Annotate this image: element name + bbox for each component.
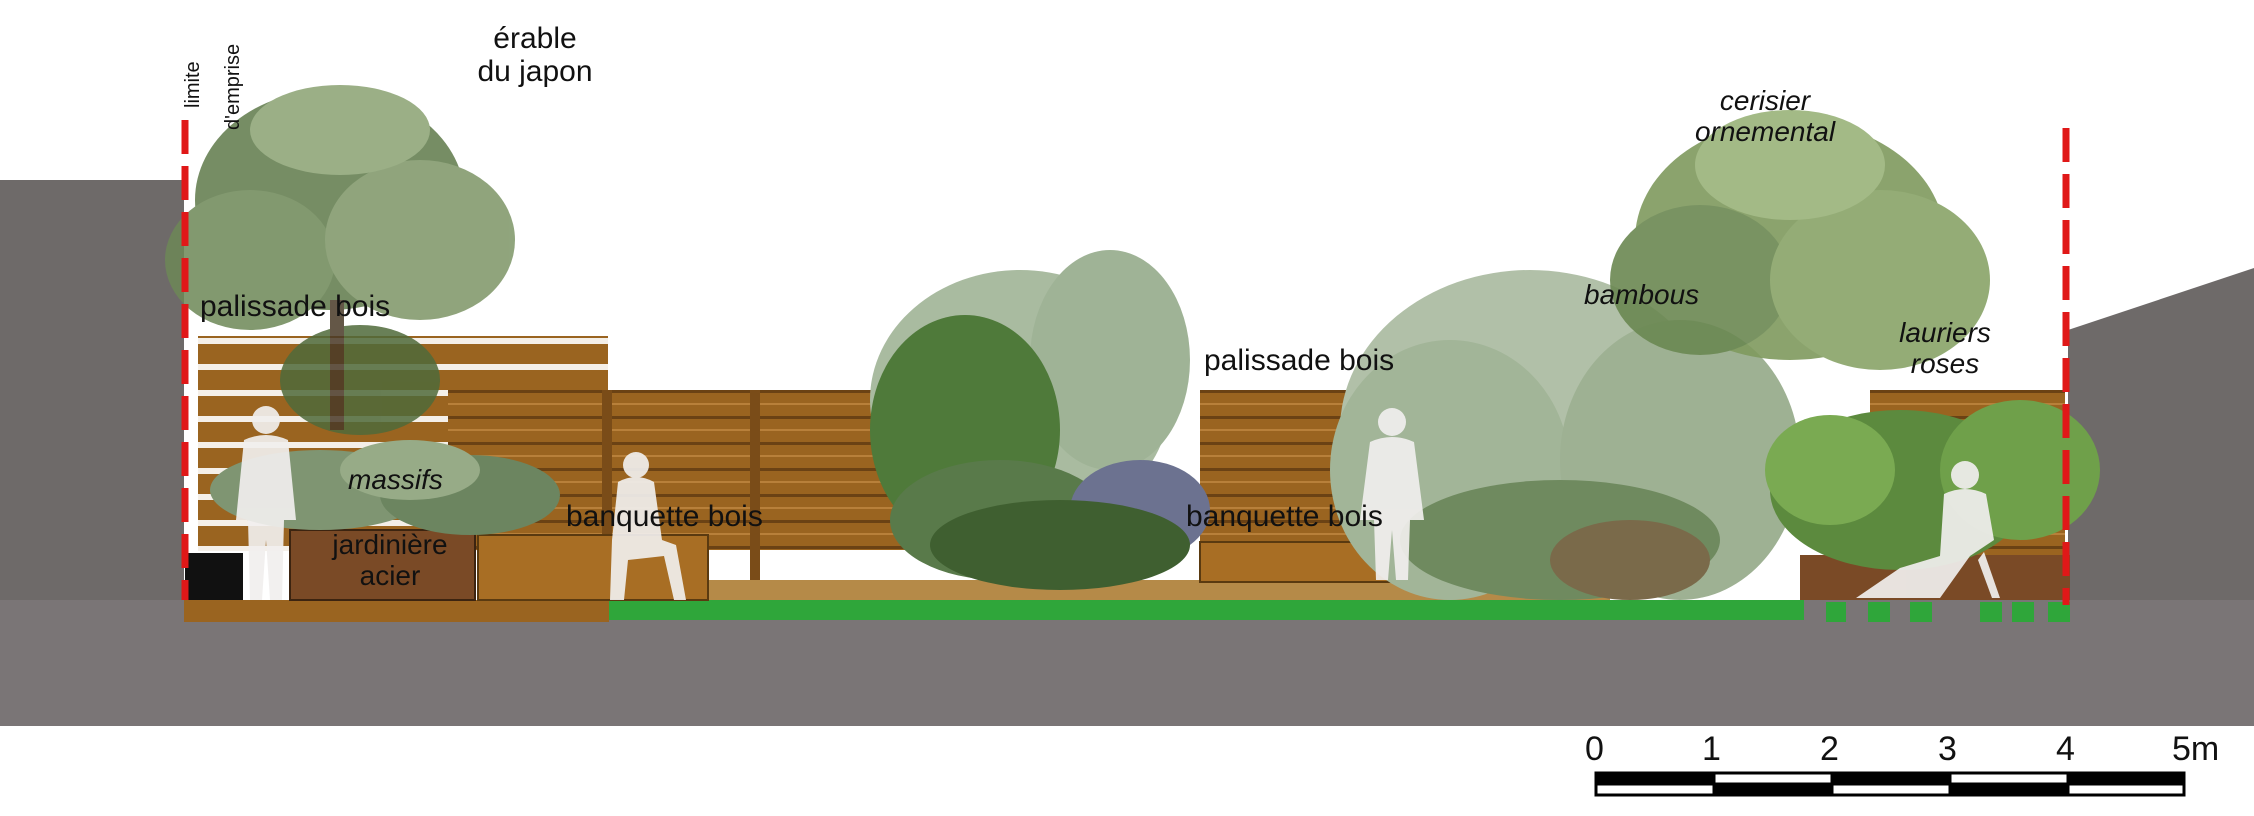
scale-tick-4: 4 [2056,730,2075,768]
bambous-label: bambous [1584,279,1700,310]
scale-tick-1: 1 [1702,730,1721,768]
lauriers-label: lauriers roses [1899,317,1991,379]
person-seated-left [610,452,686,600]
emprise-label: d'emprise [222,43,244,130]
scale-tick-5m: 5m [2172,730,2220,768]
palissade-left-label: palissade bois [200,290,391,323]
person-standing-left [236,406,296,600]
grass-patches [1826,602,2070,622]
massifs-label: massifs [348,464,443,495]
banquette-left-label: banquette bois [566,500,763,533]
right-building-wall [2068,268,2254,600]
left-building-wall [0,180,184,600]
dark-block [185,553,243,600]
limite-label: limite [182,61,204,108]
person-seated-right [1856,461,2000,598]
banquette-center-label: banquette bois [1186,500,1383,533]
scale-tick-0: 0 [1585,730,1604,768]
cerisier-tree [1610,110,1990,370]
erable-label: érable du japon [477,22,593,88]
scale-bar [1594,771,2186,797]
scale-tick-3: 3 [1938,730,1957,768]
central-vegetation [870,250,1210,590]
jardiniere-label: jardinière acier [332,529,448,591]
scale-tick-2: 2 [1820,730,1839,768]
jardiniere-acier [289,529,476,601]
grass-strip [609,600,1804,620]
palissade-center-label: palissade bois [1204,344,1395,377]
bambous-vegetation [1330,270,1800,600]
deck-platform [610,580,1610,600]
person-standing-centre [1360,408,1424,580]
erable-tree [165,85,515,435]
cerisier-label: cerisier ornemental [1694,85,1836,147]
wooden-deck [184,600,609,622]
